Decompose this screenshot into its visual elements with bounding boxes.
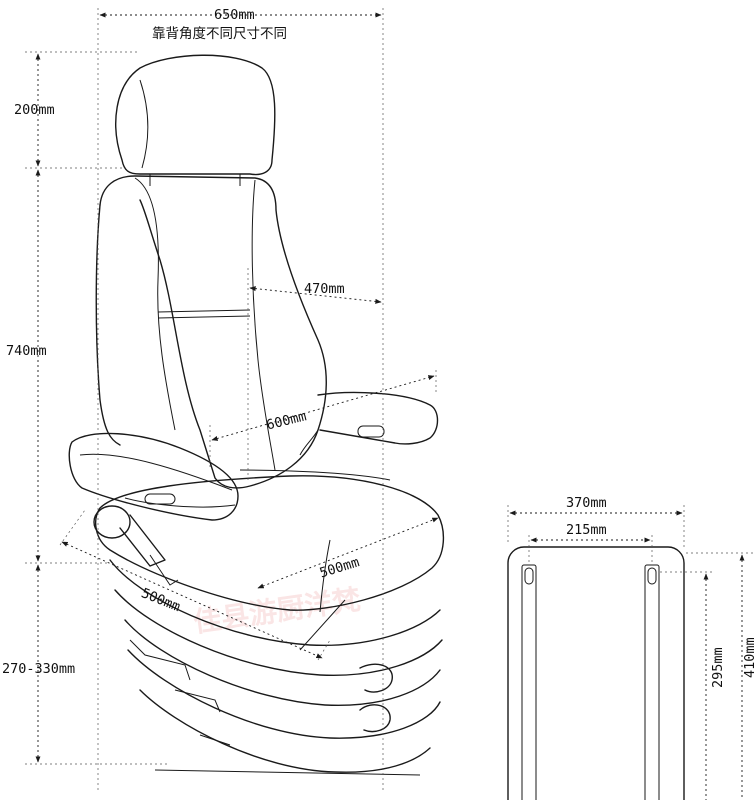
slot-hole <box>647 567 657 585</box>
dim-cushion-depth: 500mm <box>139 585 183 615</box>
armrest-right <box>317 391 439 445</box>
headrest-seam <box>139 79 149 169</box>
dim-armrest-spacing: 600mm <box>265 408 308 433</box>
dim-plate-width: 370mm <box>566 495 607 511</box>
base-plate <box>507 546 685 800</box>
seat-latch <box>144 493 176 505</box>
angle-note: 靠背角度不同尺寸不同 <box>152 26 287 42</box>
dim-total-width: 650mm <box>214 7 255 23</box>
adjust-knob <box>93 505 131 539</box>
watermark-text: 佳县游厨洋梵 <box>191 583 363 639</box>
dim-back-width: 470mm <box>304 281 345 297</box>
dim-cushion-width: 500mm <box>318 554 362 581</box>
armrest-left <box>68 432 239 521</box>
dim-slot-length: 295mm <box>710 647 726 688</box>
dim-slot-spacing: 215mm <box>566 522 607 538</box>
slot-rail-left <box>521 564 537 800</box>
dim-plate-depth: 410mm <box>742 637 756 678</box>
slot-hole <box>524 567 534 585</box>
armrest-right-latch <box>357 425 385 438</box>
dim-headrest-height: 200mm <box>14 102 55 118</box>
slot-rail-right <box>644 564 660 800</box>
headrest <box>115 54 276 176</box>
dim-backrest-height: 740mm <box>6 343 47 359</box>
backrest <box>99 175 327 489</box>
seat-illustration <box>68 54 445 776</box>
dim-base-height: 270-330mm <box>2 661 75 677</box>
